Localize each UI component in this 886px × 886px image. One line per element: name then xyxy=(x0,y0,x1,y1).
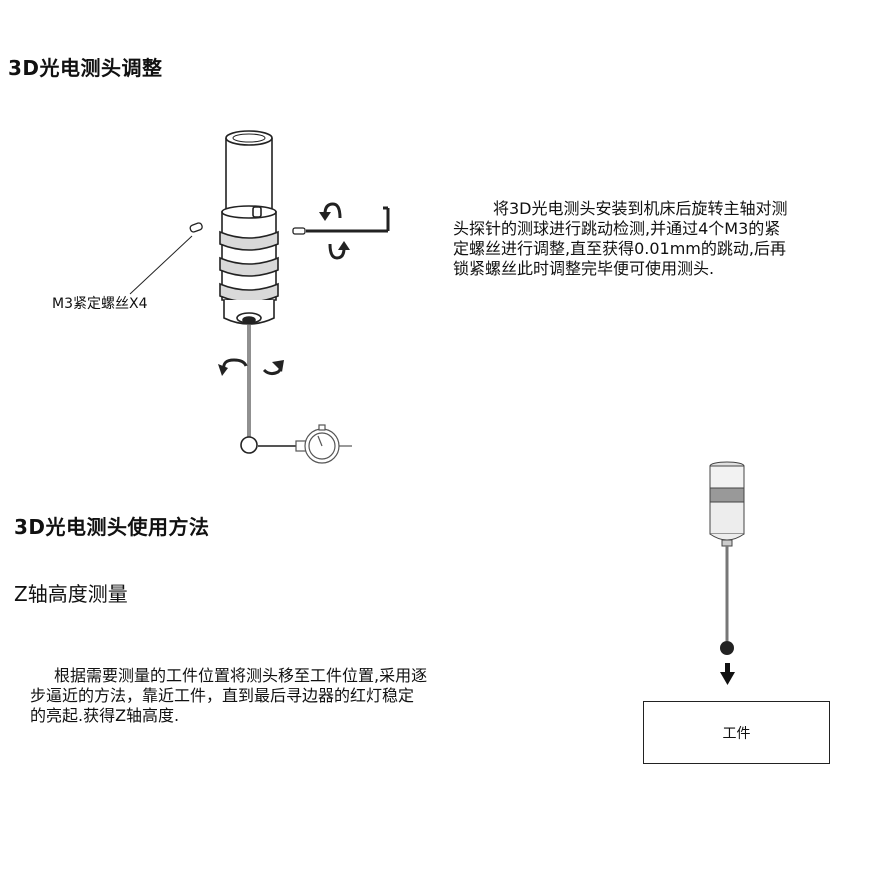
hex-key-icon xyxy=(292,206,390,235)
set-screw-callout-label: M3紧定螺丝X4 xyxy=(52,296,148,312)
paragraph-line: 的亮起.获得Z轴高度. xyxy=(30,706,180,725)
dial-indicator-icon xyxy=(258,424,352,464)
spindle-rotate-arrows-icon xyxy=(218,358,284,376)
down-arrow-icon xyxy=(720,663,735,685)
set-screw-icon xyxy=(189,222,203,233)
callout-leader-line xyxy=(129,235,193,295)
rotate-arrows-icon xyxy=(319,202,350,260)
adjustment-paragraph: 将3D光电测头安装到机床后旋转主轴对测 头探针的测球进行跳动检测,并通过4个M3… xyxy=(453,199,788,279)
section-title-usage: 3D光电测头使用方法 xyxy=(14,515,210,539)
paragraph-line: 将3D光电测头安装到机床后旋转主轴对测 xyxy=(493,199,788,218)
paragraph-line: 头探针的测球进行跳动检测,并通过4个M3的紧 xyxy=(453,219,781,238)
workpiece-box: 工件 xyxy=(643,701,830,764)
section-subtitle-z-axis: Z轴高度测量 xyxy=(14,582,128,606)
paragraph-line: 定螺丝进行调整,直至获得0.01mm的跳动,后再 xyxy=(453,239,786,258)
z-axis-paragraph: 根据需要测量的工件位置将测头移至工件位置,采用逐 步逼近的方法，靠近工件，直到最… xyxy=(30,666,427,726)
paragraph-line: 根据需要测量的工件位置将测头移至工件位置,采用逐 xyxy=(54,666,428,685)
workpiece-label: 工件 xyxy=(722,725,751,742)
paragraph-line: 步逼近的方法，靠近工件，直到最后寻边器的红灯稳定 xyxy=(30,686,415,705)
paragraph-line: 锁紧螺丝此时调整完毕便可使用测头. xyxy=(453,259,715,278)
probe-icon xyxy=(709,461,745,655)
section-title-adjustment: 3D光电测头调整 xyxy=(8,56,163,80)
probe-icon xyxy=(219,130,279,454)
